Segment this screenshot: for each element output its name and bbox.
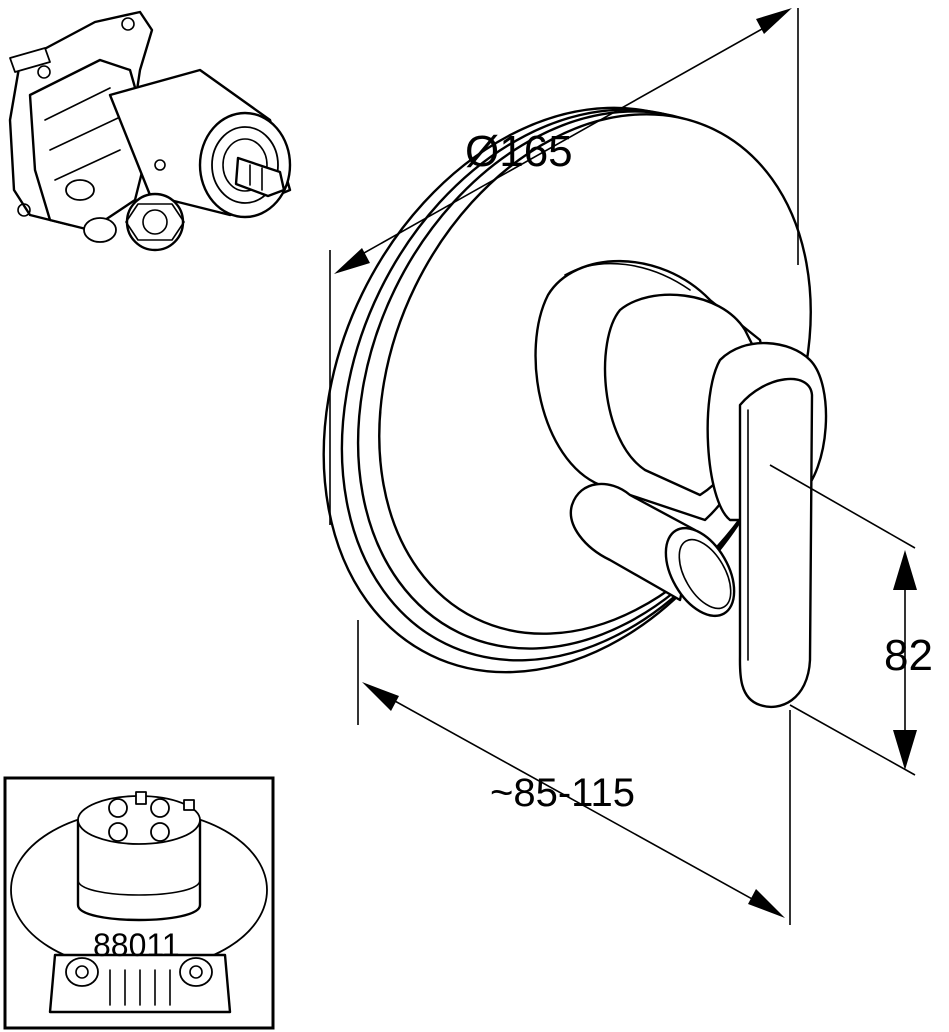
height-label: 82 <box>884 631 933 680</box>
inset-rough-in: 88011 <box>3 776 275 1030</box>
dimension-height: 82 <box>769 464 933 776</box>
dimension-depth: ~85-115 <box>357 620 791 925</box>
lever-handle <box>706 341 828 709</box>
diverter-knob <box>569 482 736 618</box>
dimension-diameter: Ø165 <box>329 8 799 525</box>
depth-label: ~85-115 <box>490 771 635 815</box>
valve-body-illustration <box>8 10 292 252</box>
part-number-label: 88011 <box>93 927 180 963</box>
diameter-label: Ø165 <box>465 127 573 176</box>
